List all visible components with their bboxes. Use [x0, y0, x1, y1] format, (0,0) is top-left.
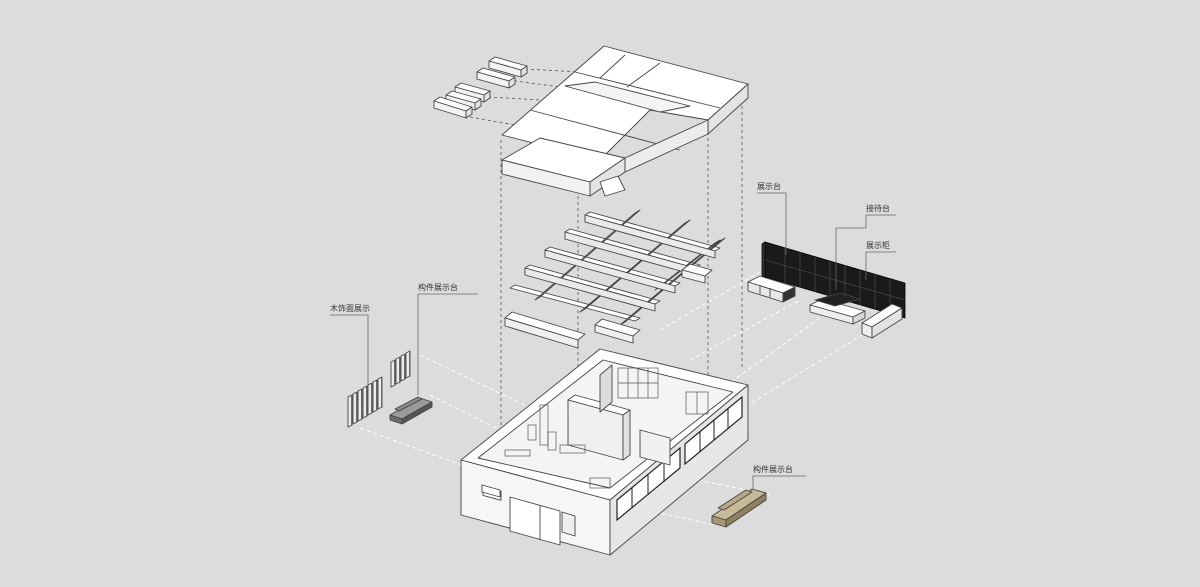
component-display-table-bottom — [711, 488, 767, 528]
label-component-display-left: 构件展示台 — [418, 282, 458, 292]
label-component-display-bottom: 构件展示台 — [753, 464, 793, 474]
wood-panel-display — [347, 350, 411, 428]
base-floor-plan — [460, 348, 749, 556]
roof-ridge-strips — [433, 56, 528, 119]
component-display-table-left — [389, 396, 433, 425]
annotations: 木饰面展示 构件展示台 展示台 接待台 展示柜 构件展示台 — [330, 181, 896, 490]
beam-grid — [504, 209, 726, 349]
roof-slab — [501, 45, 749, 197]
label-wood-display: 木饰面展示 — [330, 303, 370, 313]
label-display-cabinet: 展示柜 — [866, 240, 890, 250]
label-display-stand: 展示台 — [757, 181, 781, 191]
label-reception-desk: 接待台 — [866, 203, 890, 213]
display-cabinet-wall — [747, 241, 906, 339]
